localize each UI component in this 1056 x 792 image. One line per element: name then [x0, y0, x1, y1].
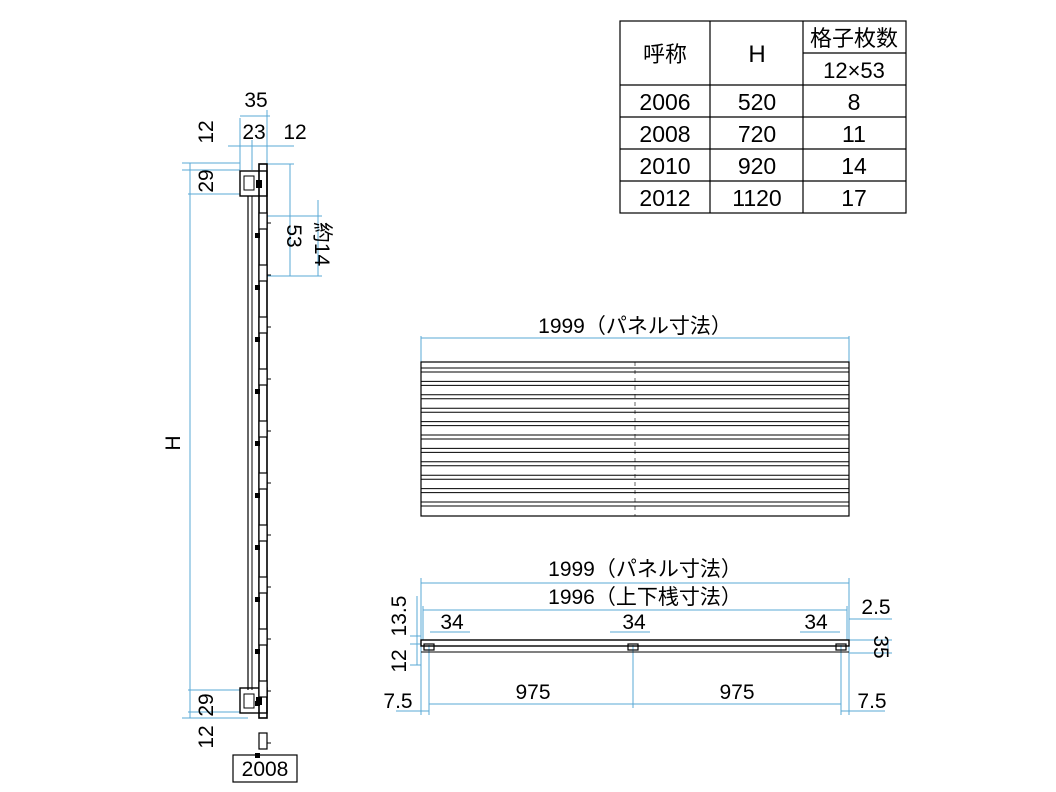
- dim-inner: 23: [242, 121, 265, 144]
- top-plan: [420, 639, 850, 653]
- cell-count: 17: [841, 185, 867, 211]
- slat-fastener: [255, 493, 260, 498]
- slat-fastener: [255, 441, 260, 446]
- slat-fastener: [255, 701, 260, 706]
- cell-count: 11: [842, 121, 866, 147]
- side-profile: [239, 163, 271, 758]
- slat: [258, 524, 268, 542]
- dim-left-lower: 12: [388, 649, 411, 672]
- dim-left-upper: 13.5: [388, 596, 411, 637]
- side-pitch-dimensions: [266, 163, 322, 277]
- header-name: 呼称: [643, 42, 687, 67]
- dim-front-panel-width: 1999（パネル寸法）: [538, 315, 732, 338]
- front-view: 1999（パネル寸法）: [420, 315, 850, 517]
- dim-top-offset: 12: [195, 120, 218, 143]
- dim-gap: 約14: [310, 222, 333, 267]
- model-label-box: [232, 754, 298, 783]
- dim-rail-bottom: 29: [195, 693, 218, 716]
- slat: [258, 212, 268, 230]
- slat: [258, 316, 268, 334]
- slat-fastener: [255, 389, 260, 394]
- side-top-dimensions: [182, 110, 294, 195]
- dim-bottom-offset: 12: [195, 725, 218, 748]
- header-count: 格子枚数: [810, 26, 898, 51]
- label-height: H: [162, 435, 185, 450]
- cell-count: 14: [841, 153, 867, 179]
- slat: [258, 264, 268, 282]
- header-count-sub: 12×53: [823, 58, 885, 83]
- top-view: 1999（パネル寸法） 1996（上下桟寸法） 34 34 34 2.5 13.…: [383, 558, 892, 715]
- post-right: [835, 643, 847, 651]
- slat-fastener: [255, 597, 260, 602]
- dim-rail-top: 29: [195, 169, 218, 192]
- slat-fastener: [255, 649, 260, 654]
- cell-name: 2006: [639, 89, 690, 115]
- spec-table: 呼称 H 格子枚数 12×53 2006 520 8 2008 720 11 2…: [619, 20, 907, 214]
- cell-height: 920: [738, 153, 776, 179]
- dim-post-left: 34: [440, 611, 464, 634]
- dim-side: 12: [283, 121, 306, 144]
- slat: [258, 732, 268, 750]
- cell-name: 2010: [639, 153, 690, 179]
- dim-post-mid: 34: [622, 611, 646, 634]
- slat-fastener: [255, 545, 260, 550]
- side-view: 35 23 12 12 29 53 約14 H 29 12: [162, 89, 333, 783]
- post-left: [423, 643, 435, 651]
- side-height-dimension: [182, 163, 248, 719]
- cell-name: 2012: [639, 185, 690, 211]
- cell-height: 720: [738, 121, 776, 147]
- dim-pitch: 53: [282, 224, 305, 247]
- side-slats: [255, 212, 271, 758]
- dim-span-right: 975: [719, 681, 754, 704]
- dim-depth-right: 35: [869, 635, 892, 658]
- dim-span-left: 975: [515, 681, 550, 704]
- slat: [258, 472, 268, 490]
- slat-fastener: [255, 337, 260, 342]
- dim-post-right: 34: [804, 611, 828, 634]
- dim-edge-left: 7.5: [383, 690, 412, 713]
- slat: [258, 368, 268, 386]
- dim-top-panel-width: 1999（パネル寸法）: [548, 558, 742, 581]
- slat: [258, 576, 268, 594]
- dim-rail-width: 1996（上下桟寸法）: [548, 586, 742, 609]
- front-slats: [420, 361, 850, 517]
- model-label: 2008: [242, 758, 289, 781]
- cell-height: 520: [738, 89, 776, 115]
- slat: [258, 628, 268, 646]
- post-mid: [627, 643, 639, 651]
- slat: [258, 420, 268, 438]
- dim-total-depth: 35: [244, 89, 267, 112]
- cell-count: 8: [848, 89, 861, 115]
- header-height: H: [748, 41, 765, 68]
- cell-height: 1120: [732, 185, 781, 211]
- cell-name: 2008: [639, 121, 690, 147]
- dim-offset-right: 2.5: [861, 596, 890, 619]
- top-dimensions: [396, 578, 892, 715]
- slat-fastener: [255, 285, 260, 290]
- slat: [258, 680, 268, 698]
- slat-fastener: [255, 233, 260, 238]
- dim-edge-right: 7.5: [857, 690, 886, 713]
